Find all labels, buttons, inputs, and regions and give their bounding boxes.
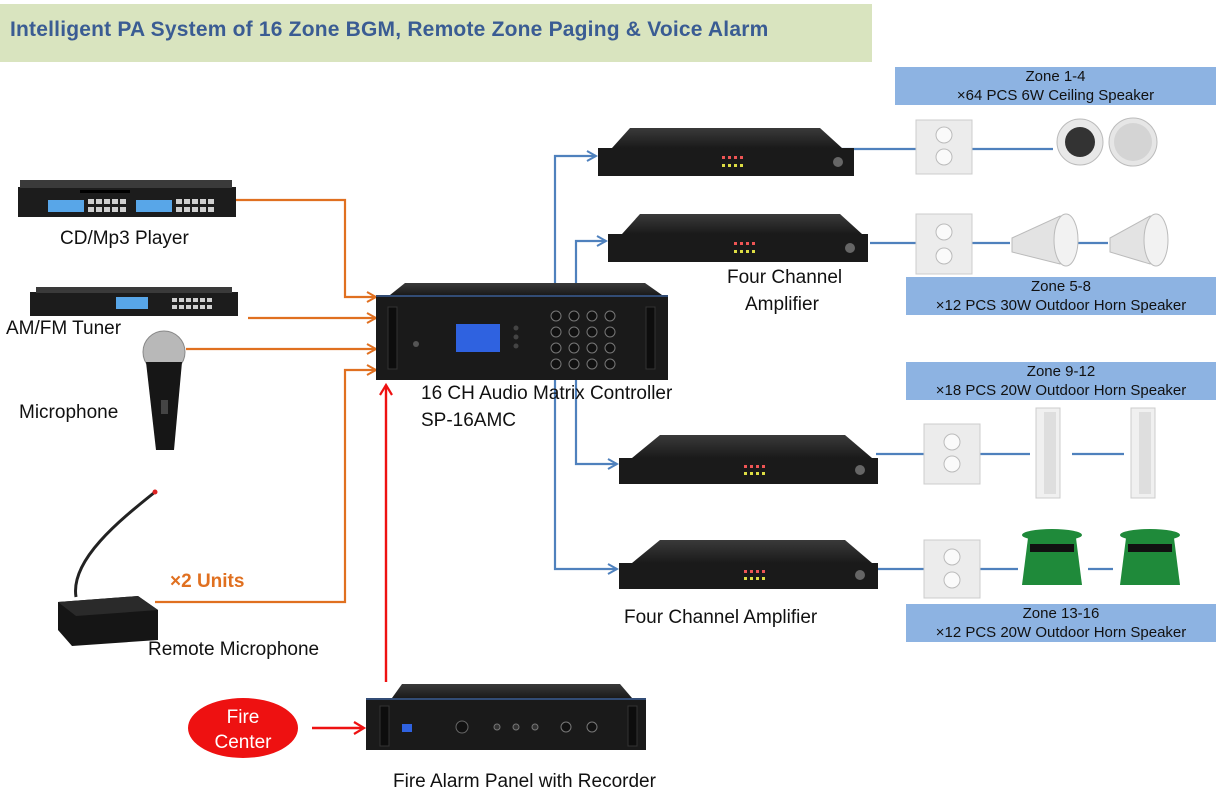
amplifier-label-line2: Amplifier [745, 294, 819, 315]
amplifier-1 [598, 128, 854, 176]
alarm-lines [312, 382, 393, 735]
fire-alarm-panel-device [366, 684, 646, 750]
fire-center-line1: Fire [226, 707, 260, 728]
zone-name: Zone 9-12 [1026, 363, 1096, 380]
microphone-device [142, 330, 186, 450]
diagram-title: Intelligent PA System of 16 Zone BGM, Re… [10, 18, 769, 41]
fire-center-node [188, 698, 298, 758]
output-lines [553, 147, 1124, 569]
remote-mic-line [155, 370, 376, 604]
amp1-feed-line [553, 156, 596, 300]
volume-control [915, 213, 973, 275]
zone-13-16-box: Zone 13-16 ×12 PCS 20W Outdoor Horn Spea… [906, 604, 1216, 642]
cd-player-label: CD/Mp3 Player [60, 228, 189, 249]
zone-9-12-box: Zone 9-12 ×18 PCS 20W Outdoor Horn Speak… [906, 362, 1216, 400]
fire-center-line2: Center [214, 732, 272, 753]
zone-9-12-devices [923, 407, 1156, 499]
zone-5-8-box: Zone 5-8 ×12 PCS 30W Outdoor Horn Speake… [906, 277, 1216, 315]
input-lines [155, 198, 376, 604]
amplifier-2 [608, 214, 868, 262]
horn-speaker [1011, 215, 1061, 265]
remote-mic-device [58, 489, 158, 646]
zone-13-16-devices [923, 529, 1180, 599]
zone-name: Zone 5-8 [1030, 278, 1092, 295]
zone-1-4-box: Zone 1-4 ×64 PCS 6W Ceiling Speaker [895, 67, 1216, 105]
amplifier-3 [619, 435, 878, 484]
zone-5-8-devices [915, 213, 1169, 275]
amp2-feed-line [574, 241, 606, 300]
remote-mic-label: Remote Microphone [148, 639, 320, 660]
tuner-device [30, 287, 238, 316]
title-banner [0, 4, 872, 62]
amp4-feed-line [553, 378, 617, 569]
zone-name: Zone 13-16 [1022, 605, 1100, 622]
zone-1-4-devices [915, 117, 1158, 175]
remote-units-label: ×2 Units [170, 571, 245, 592]
amp3-feed-line [574, 378, 617, 464]
fire-center-label: Fire Center [188, 705, 298, 755]
cd-player-device [18, 180, 236, 217]
amplifier-label-line1: Four Channel [727, 267, 843, 288]
amplifier-label-bottom: Four Channel Amplifier [624, 607, 818, 628]
controller-label: 16 CH Audio Matrix Controller [421, 383, 673, 404]
microphone-label: Microphone [19, 402, 119, 423]
zone-desc: ×18 PCS 20W Outdoor Horn Speaker [935, 382, 1187, 399]
zone-name: Zone 1-4 [1025, 68, 1086, 85]
matrix-controller-device [376, 283, 668, 380]
controller-model: SP-16AMC [421, 410, 517, 431]
cd-player-line [230, 198, 376, 297]
zone-desc: ×12 PCS 20W Outdoor Horn Speaker [935, 624, 1187, 641]
volume-control [923, 423, 981, 485]
amplifier-4 [619, 540, 878, 589]
tuner-label: AM/FM Tuner [6, 318, 122, 339]
fire-panel-label: Fire Alarm Panel with Recorder [393, 771, 656, 792]
zone-desc: ×12 PCS 30W Outdoor Horn Speaker [935, 297, 1187, 314]
zone-desc: ×64 PCS 6W Ceiling Speaker [956, 87, 1155, 104]
